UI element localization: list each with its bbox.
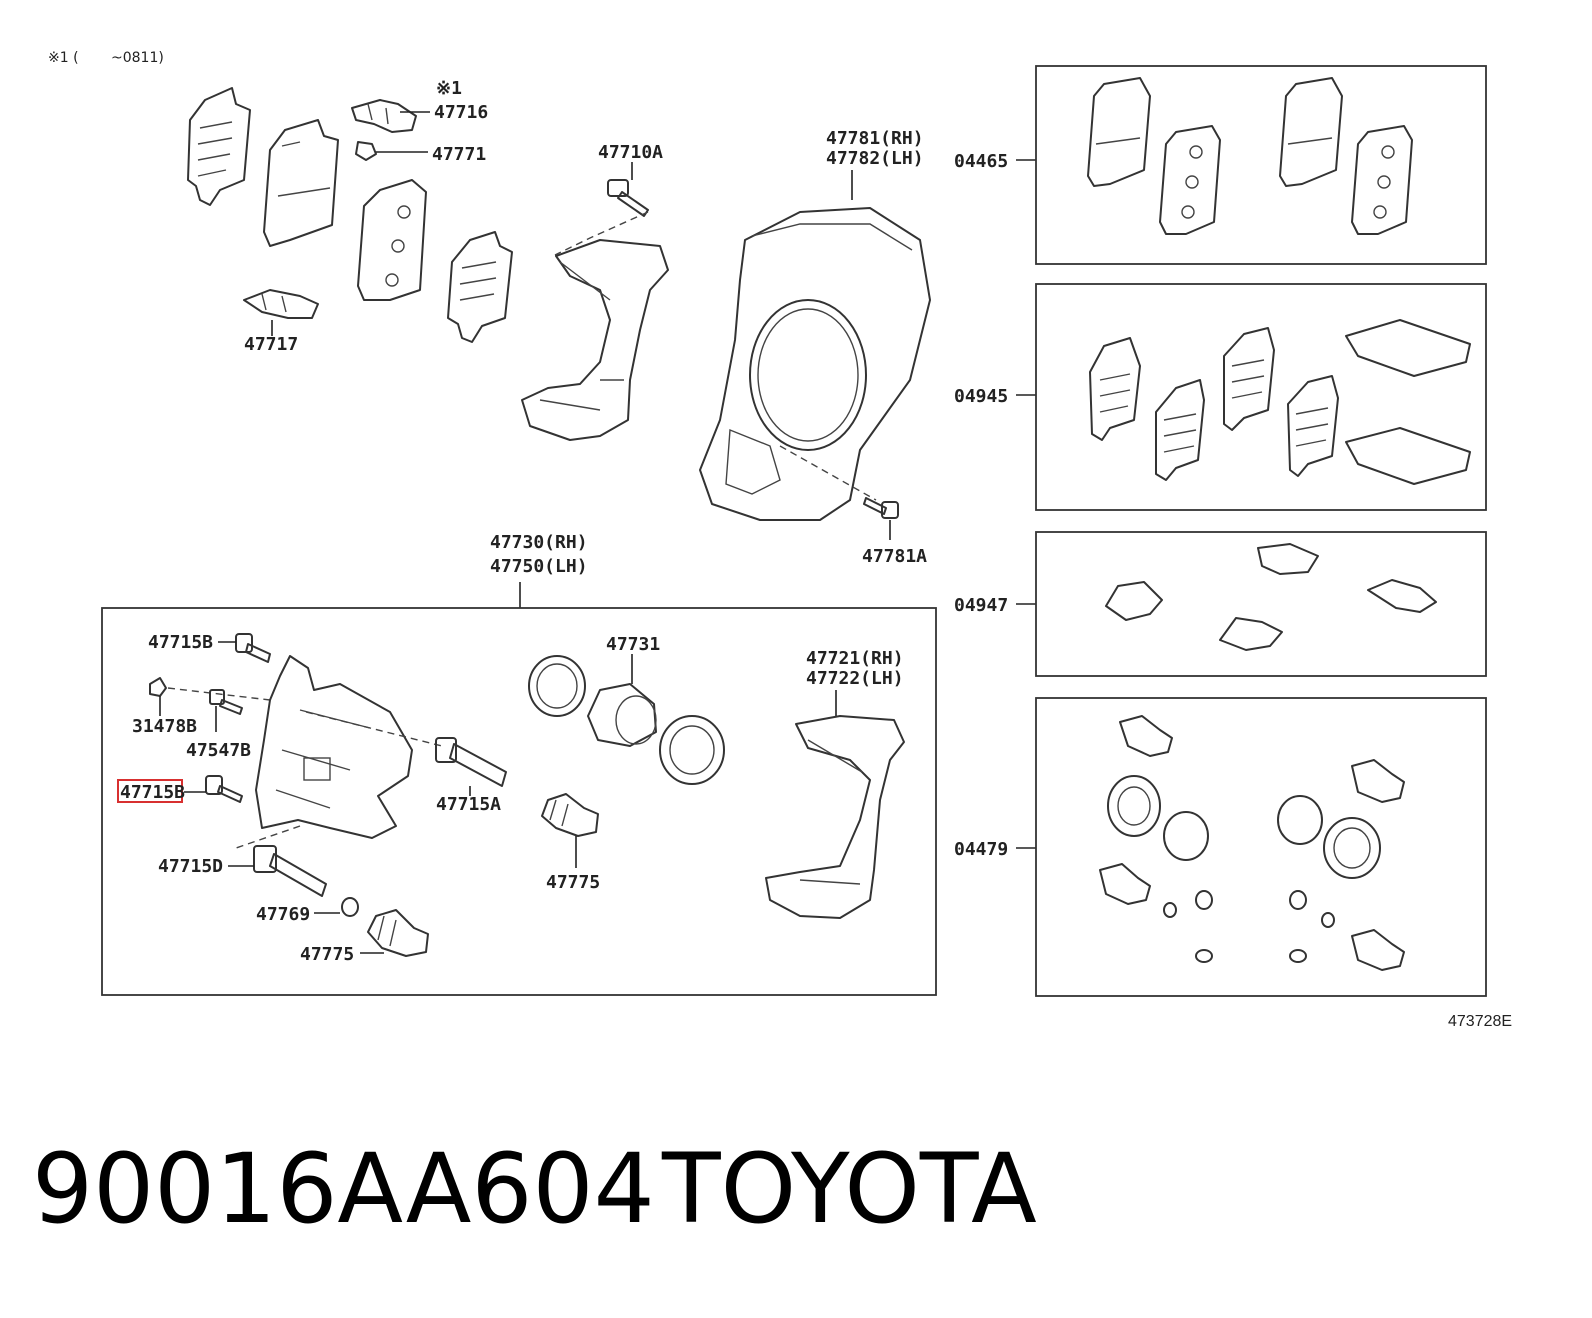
shim-inner-drawing xyxy=(187,87,251,206)
selected-part-highlight[interactable] xyxy=(117,779,183,803)
label-47750-lh[interactable]: 47750(LH) xyxy=(490,556,588,577)
note-text: ※1 ( ~0811) xyxy=(48,50,164,66)
label-47715B-selected[interactable]: 47715B xyxy=(120,782,185,803)
label-47716[interactable]: 47716 xyxy=(434,102,488,123)
shim-outer-drawing xyxy=(447,231,513,343)
piston-drawing xyxy=(587,683,657,747)
label-kit-04947[interactable]: 04947 xyxy=(954,595,1008,616)
caliper-bracket-47721-drawing xyxy=(765,715,905,919)
label-47781A[interactable]: 47781A xyxy=(862,546,927,567)
kit-04465-pads-drawing xyxy=(1087,77,1413,235)
bleeder-47547B-drawing xyxy=(209,689,243,715)
caliper-body-drawing xyxy=(255,655,413,839)
label-47547B[interactable]: 47547B xyxy=(186,740,251,761)
label-47721-rh[interactable]: 47721(RH) xyxy=(806,648,904,669)
label-47769[interactable]: 47769 xyxy=(256,904,310,925)
piston-seal-drawing xyxy=(528,655,586,717)
brake-pad-inner-drawing xyxy=(263,119,339,247)
kit-04947-frame xyxy=(1035,531,1487,677)
dust-shield-drawing xyxy=(699,207,931,521)
kit-04479-frame xyxy=(1035,697,1487,997)
label-47730-rh[interactable]: 47730(RH) xyxy=(490,532,588,553)
label-47782-lh[interactable]: 47782(LH) xyxy=(826,148,924,169)
label-47775-lower[interactable]: 47775 xyxy=(300,944,354,965)
brake-pad-outer-drawing xyxy=(357,179,427,301)
label-kit-04479[interactable]: 04479 xyxy=(954,839,1008,860)
label-47771[interactable]: 47771 xyxy=(432,144,486,165)
diagram-ref: 473728E xyxy=(1448,1013,1512,1030)
brand-caption: TOYOTA xyxy=(661,1133,1037,1245)
bolt-47715B-selected-drawing xyxy=(205,775,243,803)
note-marker: ※1 xyxy=(436,78,462,99)
kit-04945-frame xyxy=(1035,283,1487,511)
boot-47775-lower-drawing xyxy=(367,909,429,957)
label-kit-04465[interactable]: 04465 xyxy=(954,151,1008,172)
label-47775-center[interactable]: 47775 xyxy=(546,872,600,893)
cap-31478B-drawing xyxy=(149,677,167,697)
bolt-47710A-drawing xyxy=(607,179,649,217)
slide-pin-47715A-drawing xyxy=(435,737,507,787)
clip-47771-drawing xyxy=(355,141,377,161)
caliper-assembly-frame xyxy=(101,607,937,996)
label-47710A[interactable]: 47710A xyxy=(598,142,663,163)
label-47731[interactable]: 47731 xyxy=(606,634,660,655)
label-47781-rh[interactable]: 47781(RH) xyxy=(826,128,924,149)
kit-04947-clips-drawing xyxy=(1105,543,1437,651)
part-number-caption: 90016AA604 xyxy=(32,1133,655,1245)
label-47715D[interactable]: 47715D xyxy=(158,856,223,877)
bushing-47769-drawing xyxy=(341,897,359,917)
bolt-47715B-top-drawing xyxy=(235,633,271,663)
caliper-bracket-drawing xyxy=(521,239,669,441)
slide-pin-47715D-drawing xyxy=(253,845,327,897)
label-31478B[interactable]: 31478B xyxy=(132,716,197,737)
kit-04465-frame xyxy=(1035,65,1487,265)
label-47715B-top[interactable]: 47715B xyxy=(148,632,213,653)
bolt-47781A-drawing xyxy=(863,497,899,519)
clip-47717-drawing xyxy=(243,289,319,319)
kit-04945-shims-drawing xyxy=(1089,319,1471,485)
label-47722-lh[interactable]: 47722(LH) xyxy=(806,668,904,689)
label-kit-04945[interactable]: 04945 xyxy=(954,386,1008,407)
label-47717[interactable]: 47717 xyxy=(244,334,298,355)
boot-47775-center-drawing xyxy=(541,793,599,837)
kit-04479-seals-drawing xyxy=(1099,715,1405,971)
piston-boot-drawing xyxy=(659,715,725,785)
anti-rattle-clip-47716-drawing xyxy=(351,99,417,133)
label-47715A[interactable]: 47715A xyxy=(436,794,501,815)
